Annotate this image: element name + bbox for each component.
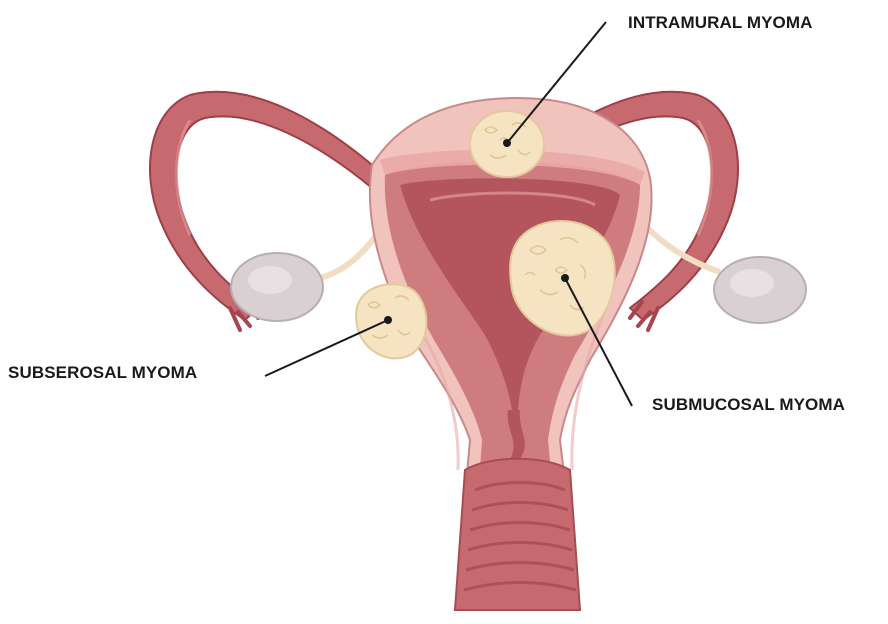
submucosal-myoma-label: SUBMUCOSAL MYOMA [652,395,845,415]
subserosal-myoma-label: SUBSEROSAL MYOMA [8,363,197,383]
intramural-myoma-label: INTRAMURAL MYOMA [628,13,813,33]
